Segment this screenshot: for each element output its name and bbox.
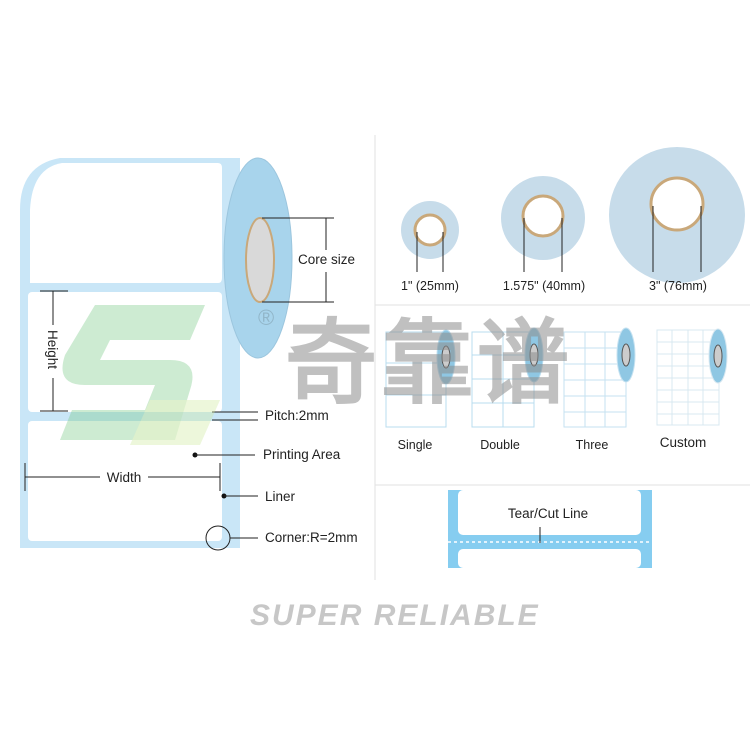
- core-size-small-label: 1" (25mm): [401, 279, 459, 293]
- layout-single-label: Single: [398, 438, 433, 452]
- height-dimension: [40, 290, 68, 412]
- layout-single-roll: [385, 329, 456, 428]
- label-panel: [28, 421, 222, 541]
- layout-double-roll: [471, 327, 544, 428]
- pitch-label: Pitch:2mm: [265, 408, 329, 423]
- watermark-english: SUPER RELIABLE: [250, 599, 540, 632]
- core-size-large-label: 3" (76mm): [649, 279, 707, 293]
- layout-custom-roll: [656, 328, 728, 426]
- tear-cut-diagram: [448, 490, 652, 568]
- width-label: Width: [107, 470, 142, 485]
- label-roll: [20, 157, 293, 548]
- core-size-medium: [501, 176, 585, 272]
- layout-three-label: Three: [576, 438, 609, 452]
- label-panel: [28, 292, 222, 412]
- pitch-lines: [212, 411, 258, 421]
- corner-label: Corner:R=2mm: [265, 530, 358, 545]
- core-size-label: Core size: [298, 252, 355, 267]
- core-size-dimension: [262, 217, 334, 303]
- core-size-large: [609, 147, 745, 283]
- layout-double-label: Double: [480, 438, 520, 452]
- watermark-registered-mark: ®: [258, 305, 274, 330]
- printing-area-label: Printing Area: [263, 447, 341, 462]
- label-panel: [30, 163, 222, 283]
- core-size-small: [401, 201, 459, 272]
- core-size-medium-label: 1.575" (40mm): [503, 279, 585, 293]
- watermark-chinese: 奇靠谱: [285, 313, 573, 415]
- width-dimension: [24, 463, 221, 491]
- core: [245, 217, 275, 303]
- height-label: Height: [45, 330, 60, 369]
- layout-three-roll: [563, 327, 636, 428]
- liner-label: Liner: [265, 489, 296, 504]
- layout-custom-label: Custom: [660, 435, 707, 450]
- watermark-logo: [60, 305, 220, 445]
- tear-cut-label: Tear/Cut Line: [508, 506, 588, 521]
